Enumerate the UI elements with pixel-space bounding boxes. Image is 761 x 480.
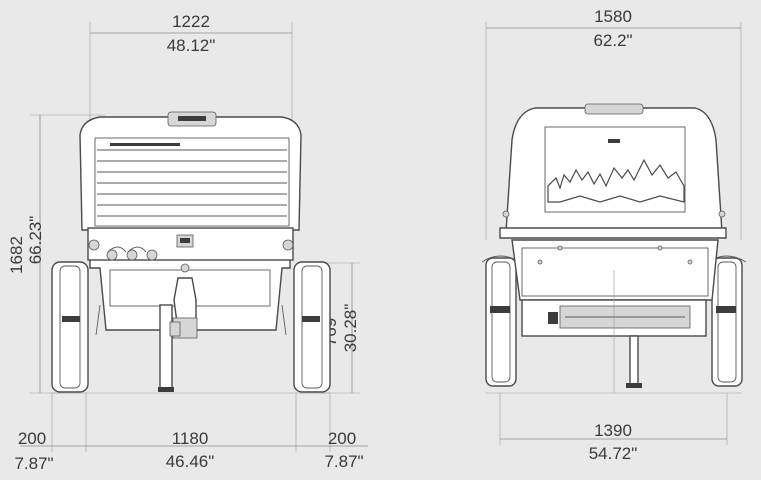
rear-rail	[499, 227, 727, 239]
rear-track-in: 54.72"	[589, 444, 638, 463]
front-height-dimension: 1682 66.23"	[7, 114, 105, 394]
rear-compressor-illustration	[481, 103, 747, 394]
rear-width-in: 62.2"	[593, 31, 632, 50]
rear-width-dimension: 1580 62.2"	[485, 7, 742, 240]
rear-track-mm: 1390	[594, 421, 632, 440]
hood	[79, 116, 302, 231]
right-overhang-mm: 200	[328, 429, 356, 448]
track-in: 46.46"	[166, 452, 215, 471]
rear-width-mm: 1580	[594, 7, 632, 26]
left-tire	[51, 261, 89, 393]
mountain-graphic	[547, 158, 685, 203]
axle-height-in: 30.28"	[341, 304, 360, 353]
towbar-jack	[158, 263, 198, 392]
front-bottom-dimensions: 200 7.87" 1180 46.46" 200 7.87"	[14, 393, 368, 473]
right-tire	[293, 261, 331, 393]
front-height-mm: 1682	[7, 236, 26, 274]
rear-left-tire	[485, 257, 517, 387]
track-mm: 1180	[172, 429, 209, 448]
rear-chassis	[511, 239, 719, 301]
front-view: 1222 48.12" 1682 66.23" 769 30.28" 200	[7, 12, 368, 473]
front-width-mm: 1222	[172, 12, 210, 31]
rear-view: 1580 62.2" 1390 54.72"	[481, 7, 747, 463]
front-width-in: 48.12"	[167, 36, 216, 55]
front-height-in: 66.23"	[26, 216, 45, 265]
rear-right-tire	[711, 257, 743, 387]
left-overhang-mm: 200	[18, 429, 46, 448]
right-overhang-in: 7.87"	[324, 452, 363, 471]
front-compressor-illustration	[51, 111, 331, 394]
left-overhang-in: 7.87"	[14, 454, 53, 473]
rear-door-panel	[544, 126, 686, 213]
rear-track-dimension: 1390 54.72"	[499, 393, 728, 463]
grille	[94, 137, 290, 227]
front-width-dimension: 1222 48.12"	[89, 12, 293, 120]
